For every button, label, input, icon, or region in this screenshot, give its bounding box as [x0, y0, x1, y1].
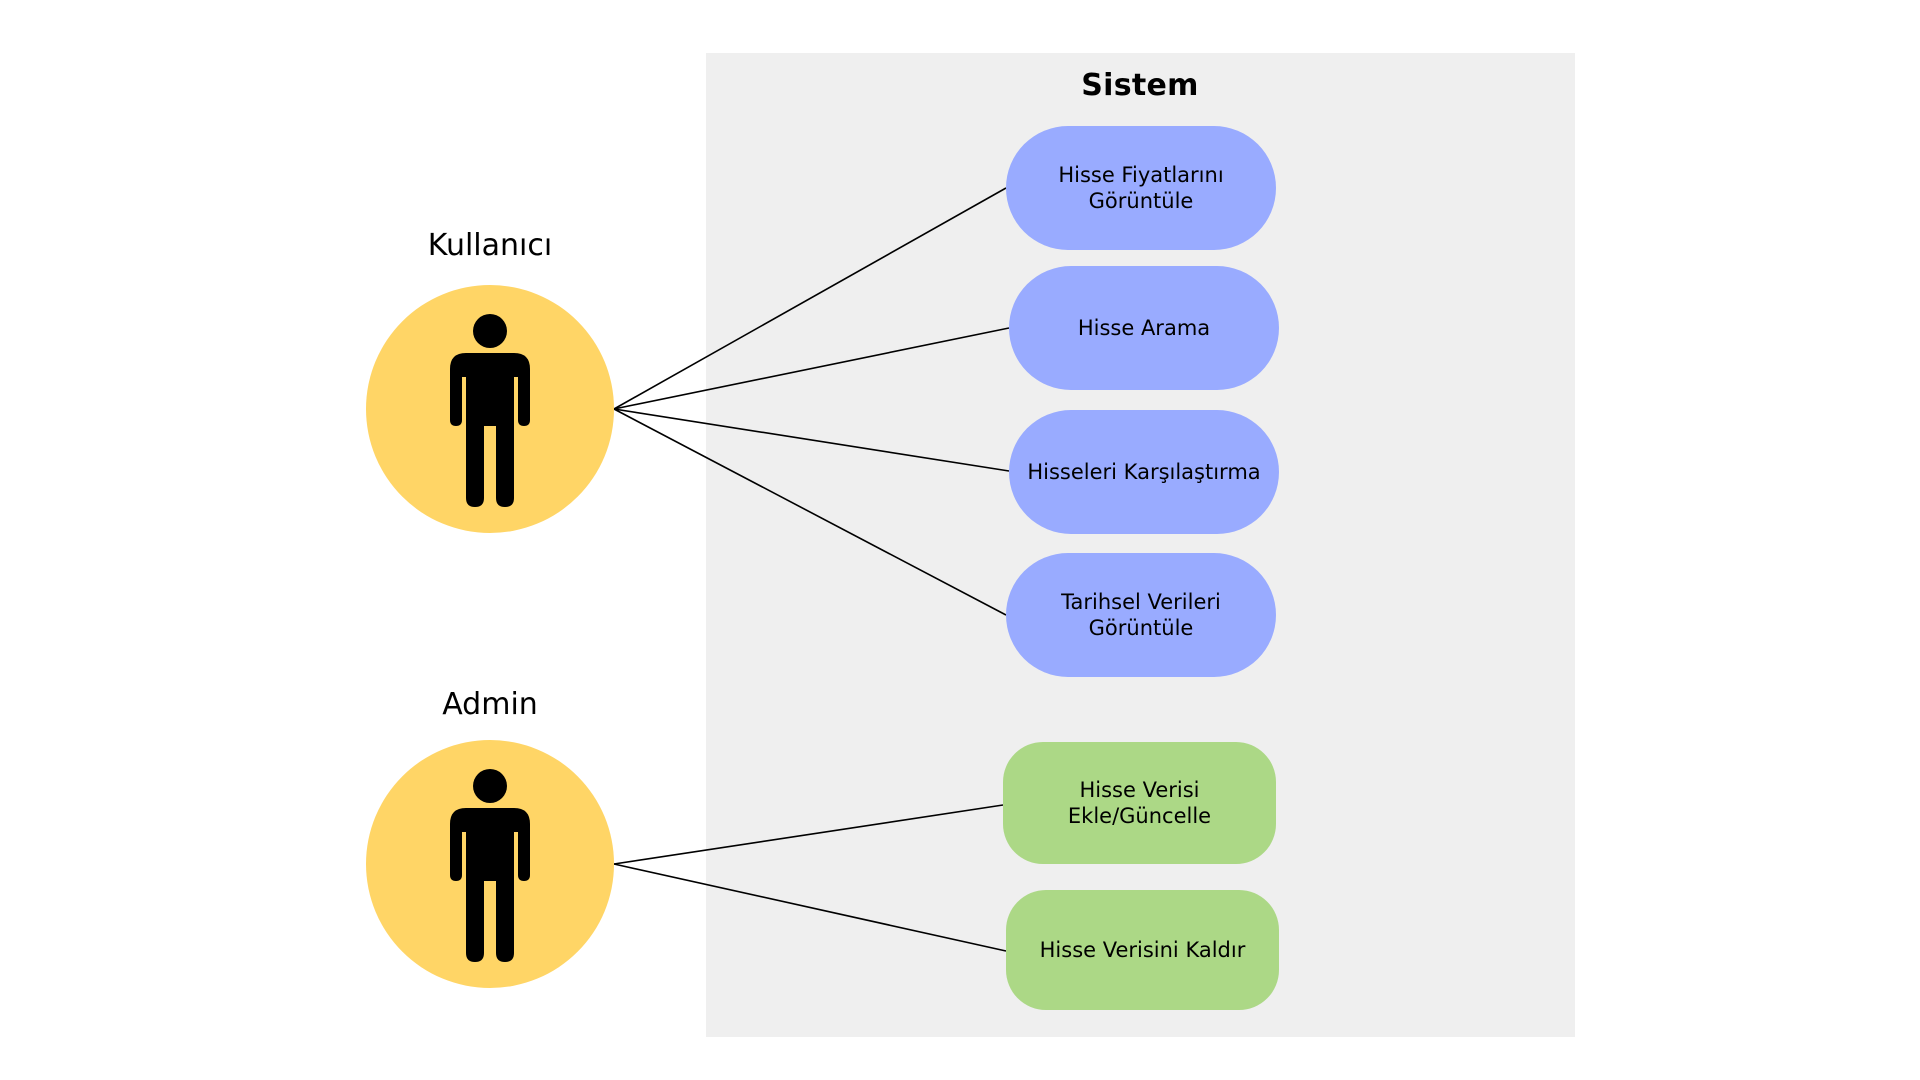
actor-user	[366, 285, 614, 533]
actor-label-admin: Admin	[442, 687, 538, 722]
association-line-user-view-prices	[613, 187, 1007, 410]
use-case-search-stock: Hisse Arama	[1009, 266, 1279, 390]
system-title: Sistem	[1081, 68, 1199, 103]
association-line-user-history	[613, 408, 1007, 616]
use-case-remove-stock-data: Hisse Verisini Kaldır	[1006, 890, 1279, 1010]
association-line-user-search	[613, 327, 1010, 410]
actor-label-user: Kullanıcı	[427, 228, 553, 263]
use-case-view-stock-prices: Hisse Fiyatlarını Görüntüle	[1006, 126, 1276, 250]
association-line-admin-remove	[613, 863, 1007, 952]
person-icon	[450, 769, 530, 962]
actor-admin	[366, 740, 614, 988]
association-line-user-compare	[613, 408, 1010, 472]
person-icon	[450, 314, 530, 507]
use-case-compare-stocks: Hisseleri Karşılaştırma	[1009, 410, 1279, 534]
use-case-add-update-stock-data: Hisse Verisi Ekle/Güncelle	[1003, 742, 1276, 864]
use-case-view-historical-data: Tarihsel Verileri Görüntüle	[1006, 553, 1276, 677]
association-line-admin-add-update	[613, 804, 1004, 865]
